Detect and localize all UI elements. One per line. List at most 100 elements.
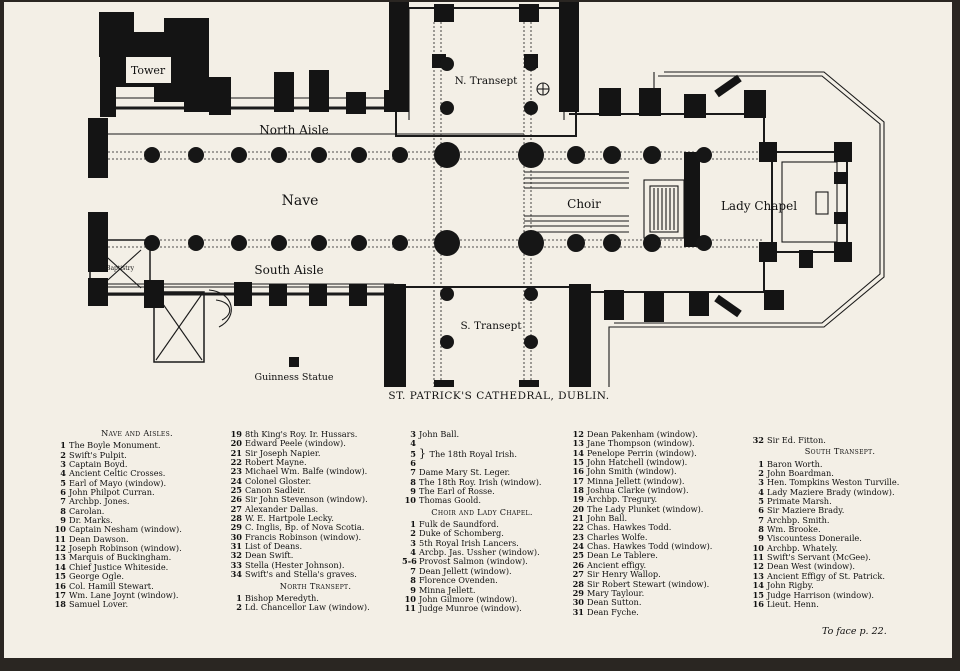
page-reference: To face p. 22. bbox=[822, 626, 887, 637]
legend-heading: Nave and Aisles. bbox=[101, 428, 173, 438]
legend-heading: Choir and Lady Chapel. bbox=[431, 506, 533, 517]
north-transept-label: N. Transept bbox=[455, 75, 519, 87]
cathedral-floor-plan: Tower North Aisle Nave South Aisle Choir… bbox=[88, 2, 885, 387]
baptistry-label: Baptistry bbox=[106, 265, 135, 272]
north-aisle-label: North Aisle bbox=[259, 123, 328, 137]
guinness-statue-label: Guinness Statue bbox=[255, 372, 334, 383]
plan-page: Tower North Aisle Nave South Aisle Choir… bbox=[4, 2, 952, 658]
choir-label: Choir bbox=[567, 197, 601, 211]
list-item: 6 bbox=[410, 458, 416, 469]
plan-caption: ST. PATRICK'S CATHEDRAL, DUBLIN. bbox=[388, 390, 610, 402]
lady-chapel-label: Lady Chapel bbox=[721, 199, 797, 213]
list-item: 5} The 18th Royal Irish. bbox=[410, 446, 517, 460]
nave-label: Nave bbox=[282, 193, 319, 209]
legend-heading: South Transept. bbox=[804, 446, 876, 457]
south-aisle-label: South Aisle bbox=[254, 263, 323, 277]
tower-label: Tower bbox=[131, 64, 166, 77]
south-transept-label: S. Transept bbox=[460, 320, 522, 332]
